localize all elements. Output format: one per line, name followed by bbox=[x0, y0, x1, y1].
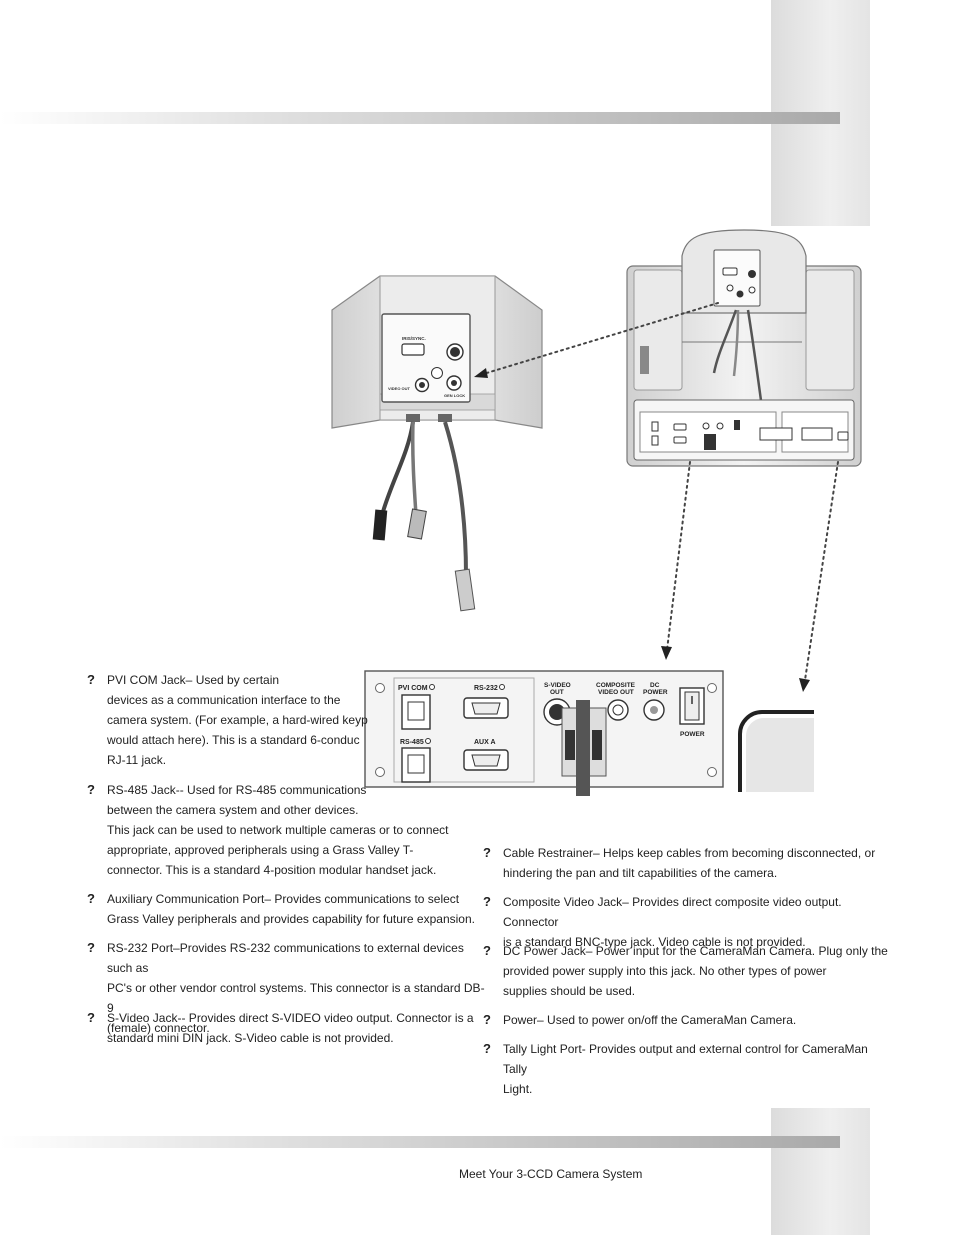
svideo-description: ? S-Video Jack-- Provides direct S-VIDEO… bbox=[87, 1010, 474, 1045]
dc-label-line1: DC bbox=[650, 682, 660, 689]
bullet: ? bbox=[87, 672, 95, 687]
rs232-label: RS-232 bbox=[474, 685, 498, 692]
bullet: ? bbox=[483, 1041, 491, 1056]
pvi-com-label: PVI COM bbox=[398, 685, 428, 692]
side-tab-bottom bbox=[771, 1108, 870, 1235]
power-label: POWER bbox=[680, 731, 705, 738]
svideo-label-line1: S-VIDEO bbox=[544, 682, 571, 689]
aux-a-label: AUX A bbox=[474, 739, 496, 746]
bullet: ? bbox=[483, 943, 491, 958]
rs232-description: ? RS-232 Port–Provides RS-232 communicat… bbox=[87, 940, 485, 1035]
dc-power-description: ? DC Power Jack– Power input for the Cam… bbox=[483, 943, 888, 998]
page-footer: Meet Your 3-CCD Camera System bbox=[459, 1167, 643, 1181]
power-description: ? Power– Used to power on/off the Camera… bbox=[483, 1010, 893, 1030]
gen-lock-label: GEN LOCK bbox=[444, 393, 465, 398]
pvi-com-description: ? PVI COM Jack– Used by certain devices … bbox=[87, 672, 368, 767]
bullet: ? bbox=[483, 1012, 491, 1027]
svideo-label-line2: OUT bbox=[550, 689, 564, 696]
bullet: ? bbox=[87, 891, 95, 906]
camera-head-rear-illustration: IRIS/SYNC. VIDEO OUT GEN LOCK bbox=[331, 275, 543, 612]
composite-video-description: ? Composite Video Jack– Provides direct … bbox=[483, 894, 842, 949]
rs485-label: RS-485 bbox=[400, 739, 424, 746]
composite-label-line1: COMPOSITE bbox=[596, 682, 636, 689]
composite-label-line2: VIDEO OUT bbox=[598, 689, 634, 696]
dc-label-line2: POWER bbox=[643, 689, 668, 696]
tally-port-description: ? Tally Light Port- Provides output and … bbox=[483, 1041, 868, 1096]
video-out-label: VIDEO OUT bbox=[388, 386, 411, 391]
bullet: ? bbox=[87, 782, 95, 797]
tally-port-illustration bbox=[738, 710, 814, 792]
bullet: ? bbox=[87, 1010, 95, 1025]
header-rule bbox=[0, 112, 840, 124]
bullet: ? bbox=[483, 894, 491, 909]
camera-base-rear-illustration bbox=[626, 229, 862, 467]
callout-arrows bbox=[474, 302, 839, 692]
iris-sync-connector bbox=[401, 343, 425, 356]
bullet: ? bbox=[87, 940, 95, 955]
iris-sync-label: IRIS/SYNC. bbox=[402, 336, 426, 341]
bullet: ? bbox=[483, 845, 491, 860]
rs485-description: ? RS-485 Jack-- Used for RS-485 communic… bbox=[87, 782, 449, 877]
footer-rule bbox=[0, 1136, 840, 1148]
rear-panel-illustration: PVI COM RS-485 RS-232 AUX A S-VIDEO OUT … bbox=[364, 670, 724, 796]
cable-restrainer-description: ? Cable Restrainer– Helps keep cables fr… bbox=[483, 845, 876, 880]
aux-port-description: ? Auxiliary Communication Port– Provides… bbox=[87, 891, 475, 926]
